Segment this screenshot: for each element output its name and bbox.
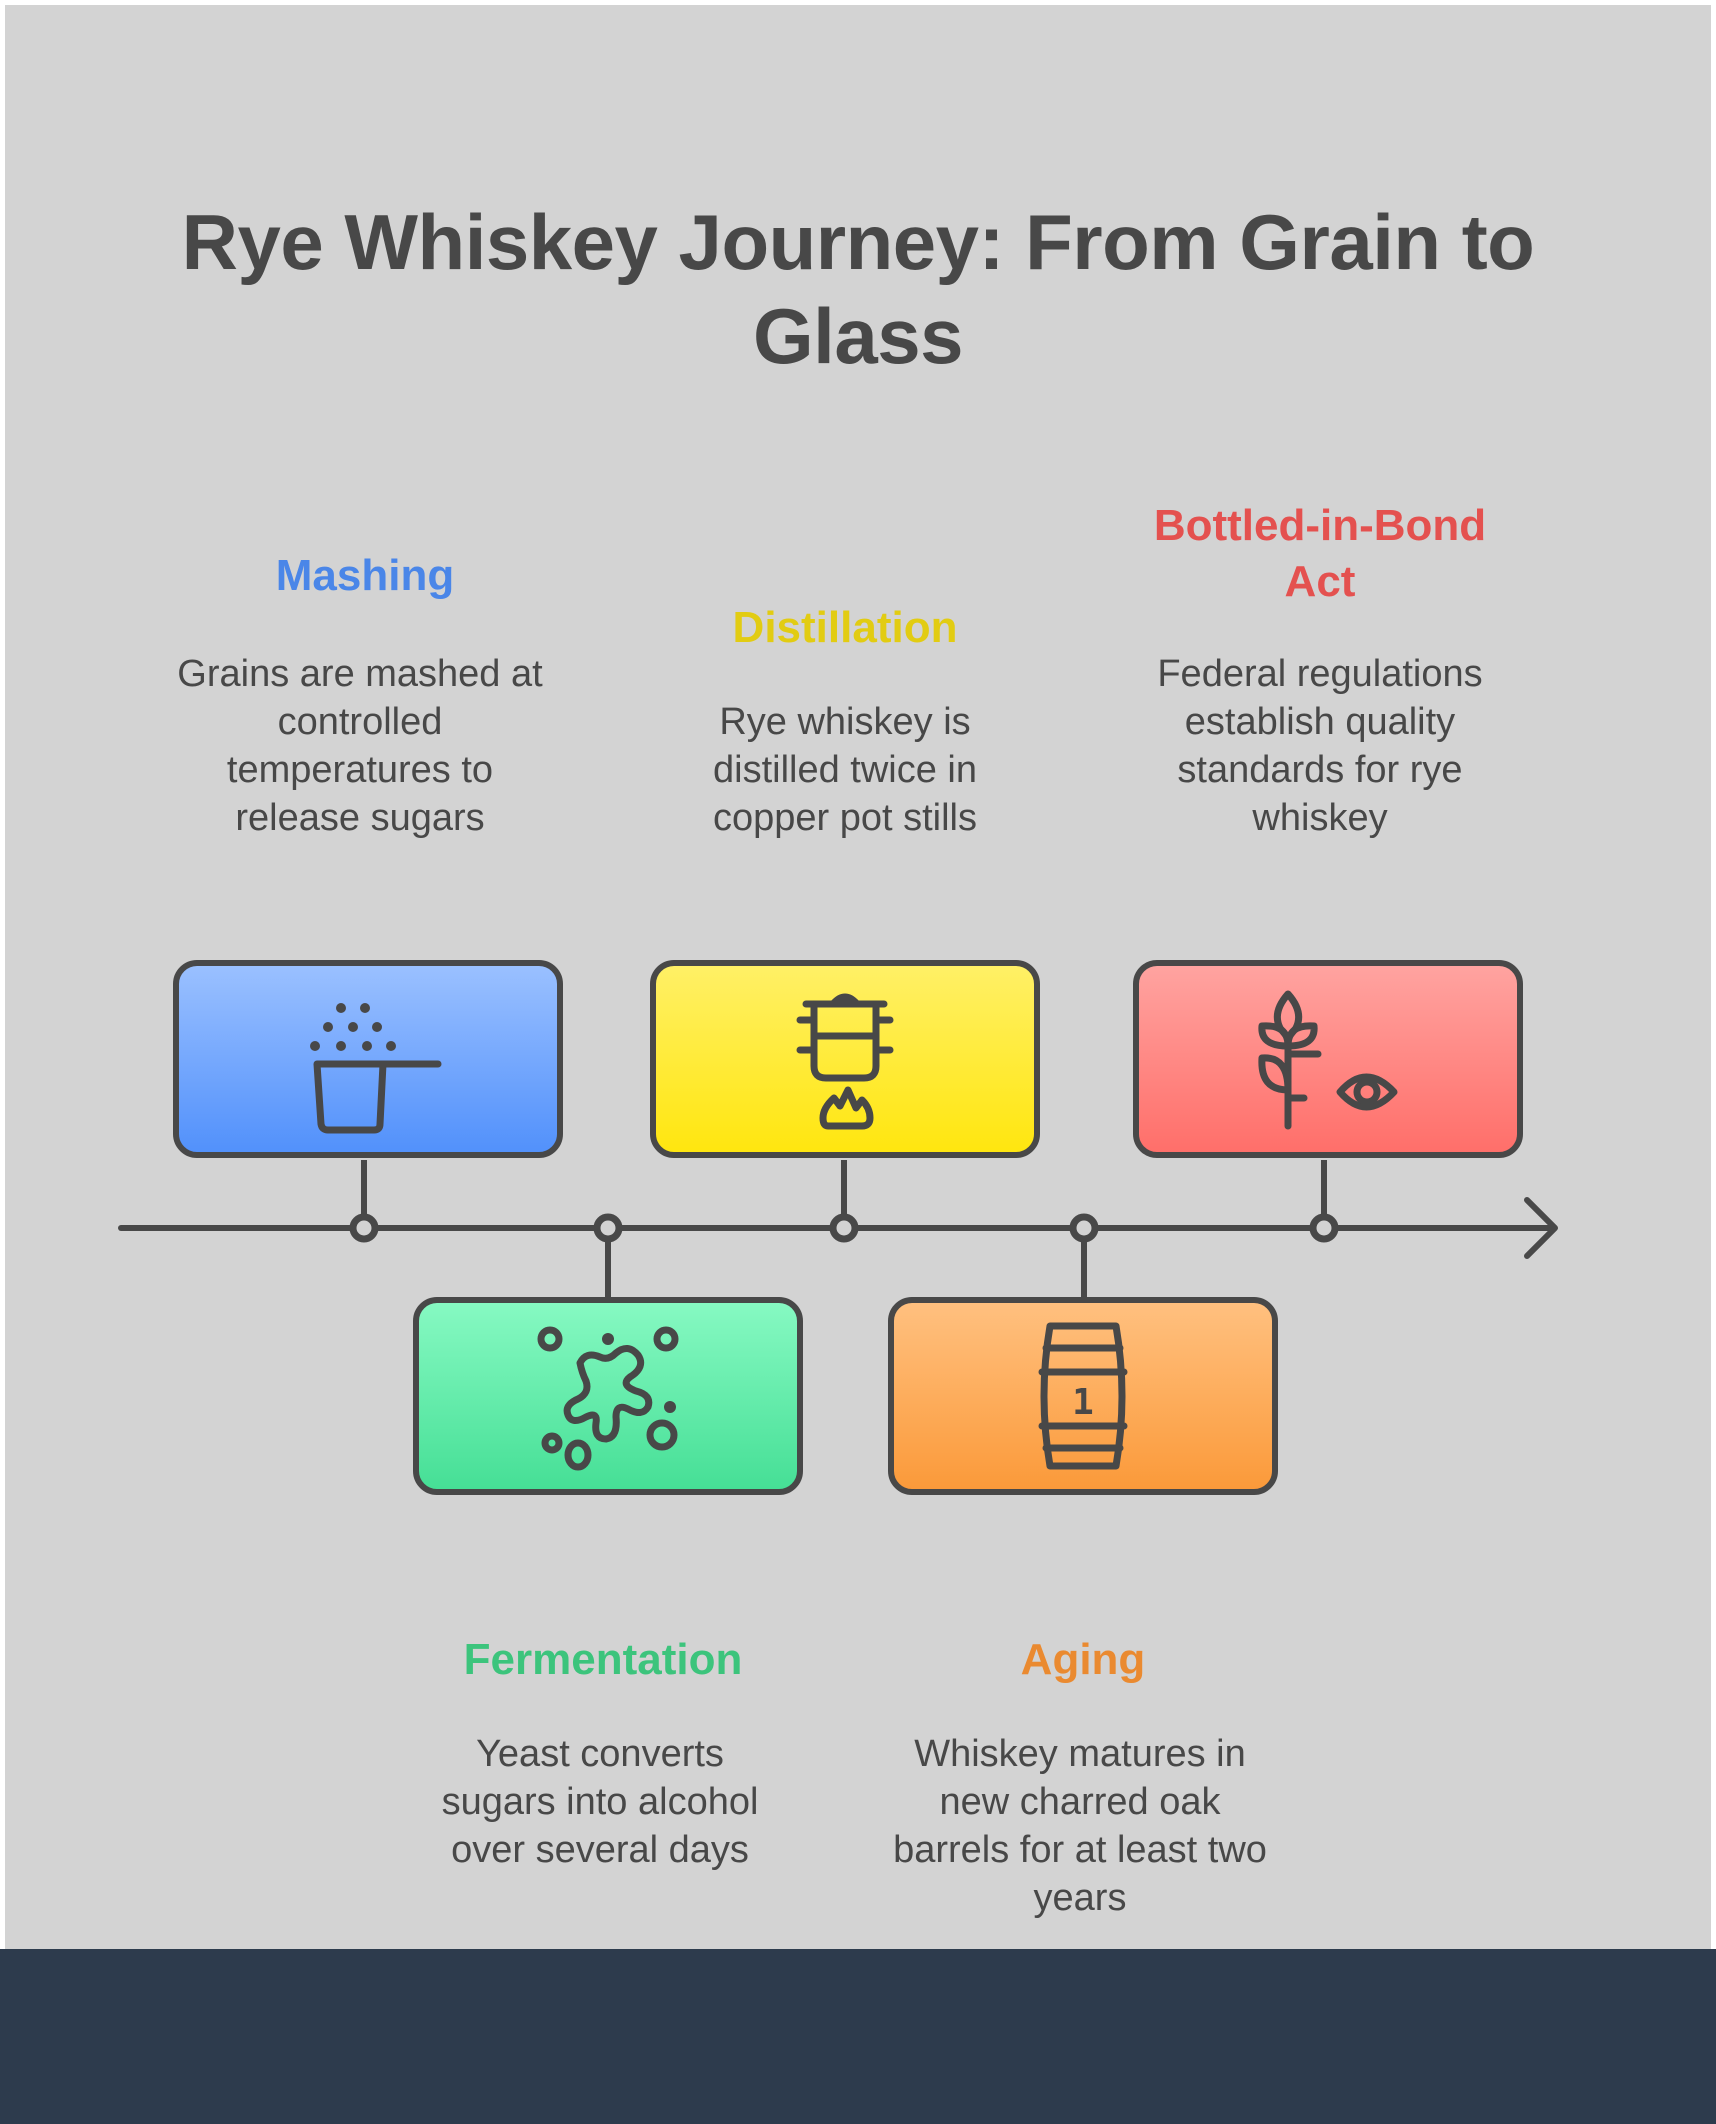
barrel-number: 1 bbox=[1072, 1382, 1094, 1423]
step-box-distillation bbox=[650, 960, 1040, 1158]
barrel-icon: 1 bbox=[1038, 1322, 1128, 1470]
step-description-fermentation: Yeast converts sugars into alcohol over … bbox=[441, 1733, 759, 1871]
step-description-distillation: Rye whiskey is distilled twice in copper… bbox=[712, 701, 977, 839]
timeline-node-fermentation bbox=[593, 1213, 623, 1243]
timeline-node-aging bbox=[1069, 1213, 1099, 1243]
pot-still-flame-icon bbox=[796, 993, 894, 1130]
grain-inspection-icon bbox=[1258, 990, 1398, 1130]
timeline-node-distillation bbox=[829, 1213, 859, 1243]
timeline-node-mashing bbox=[349, 1213, 379, 1243]
timeline-arrow-icon bbox=[1524, 1197, 1558, 1259]
step-heading-distillation: Distillation bbox=[732, 603, 958, 652]
step-heading-fermentation: Fermentation bbox=[463, 1635, 743, 1684]
timeline-node-bottled-in-bond bbox=[1309, 1213, 1339, 1243]
yeast-splash-icon bbox=[537, 1326, 679, 1471]
step-heading-mashing: Mashing bbox=[275, 551, 455, 600]
step-box-aging: 1 bbox=[888, 1297, 1278, 1495]
measuring-cup-grains-icon bbox=[310, 1003, 442, 1134]
step-box-bottled-in-bond bbox=[1133, 960, 1523, 1158]
step-description-bottled-in-bond: Federal regulations establish quality st… bbox=[1157, 653, 1483, 839]
step-heading-aging: Aging bbox=[1020, 1635, 1146, 1684]
step-box-fermentation bbox=[413, 1297, 803, 1495]
step-description-mashing: Grains are mashed at controlled temperat… bbox=[177, 653, 543, 839]
step-box-mashing bbox=[173, 960, 563, 1158]
footer-bar bbox=[0, 1949, 1716, 2124]
step-heading-bottled-in-bond: Bottled-in-Bond Act bbox=[1153, 501, 1487, 606]
page-title: Rye Whiskey Journey: From Grain to Glass bbox=[181, 198, 1535, 380]
step-description-aging: Whiskey matures in new charred oak barre… bbox=[893, 1733, 1267, 1919]
